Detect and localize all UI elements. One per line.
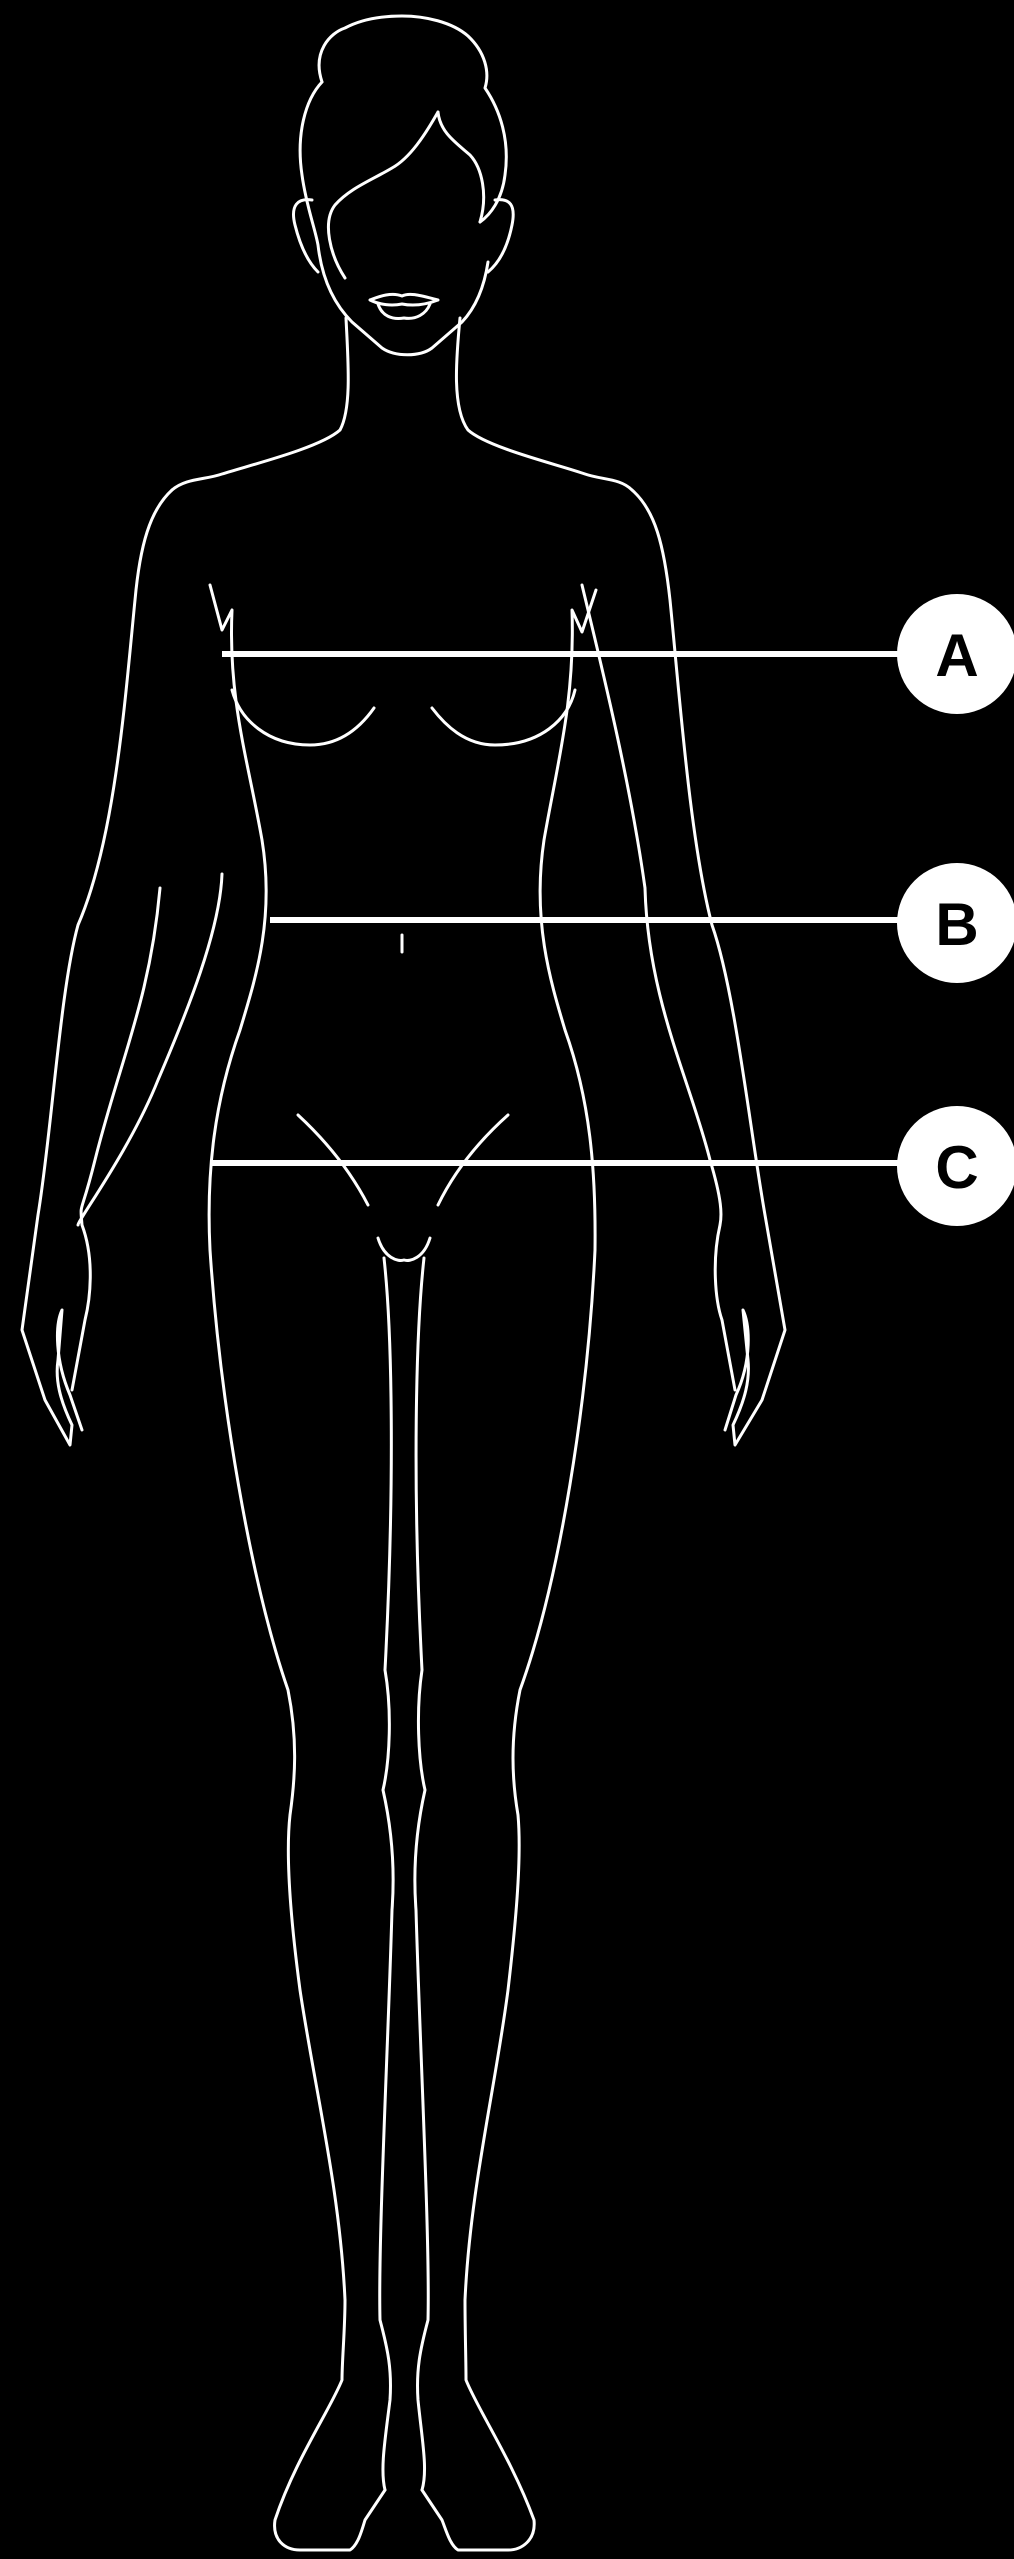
measurement-badge-b: B xyxy=(897,863,1014,983)
badge-label-a: A xyxy=(935,622,978,689)
measurement-badge-c: C xyxy=(897,1106,1014,1226)
measurement-badge-a: A xyxy=(897,594,1014,714)
badge-label-b: B xyxy=(935,891,978,958)
badge-label-c: C xyxy=(935,1134,978,1201)
